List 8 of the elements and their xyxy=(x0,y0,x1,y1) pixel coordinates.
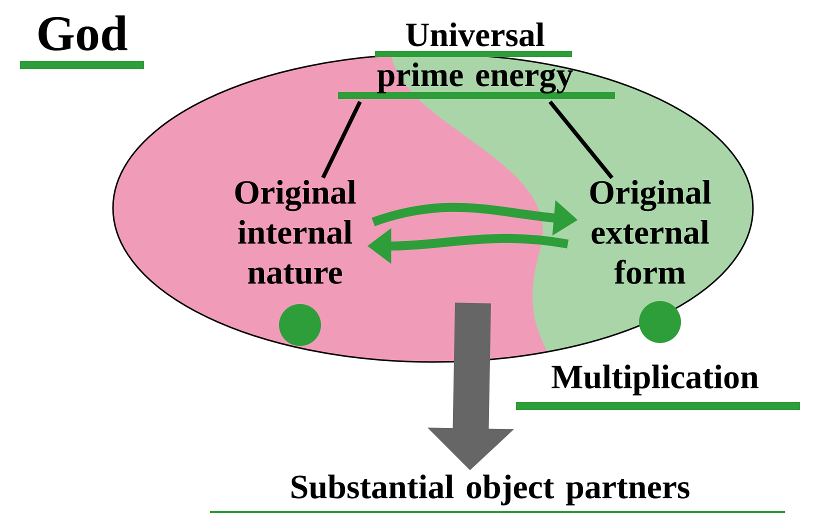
edge-label: Multiplication xyxy=(550,364,760,396)
node-label: God xyxy=(38,15,128,51)
concept-text: Original internal nature xyxy=(235,180,356,284)
heading: Universal prime energy xyxy=(338,22,615,99)
result-text: Substantial object partners xyxy=(210,474,785,513)
concept-text: Original external form xyxy=(590,180,711,284)
dot xyxy=(279,304,321,346)
dot xyxy=(639,301,681,343)
